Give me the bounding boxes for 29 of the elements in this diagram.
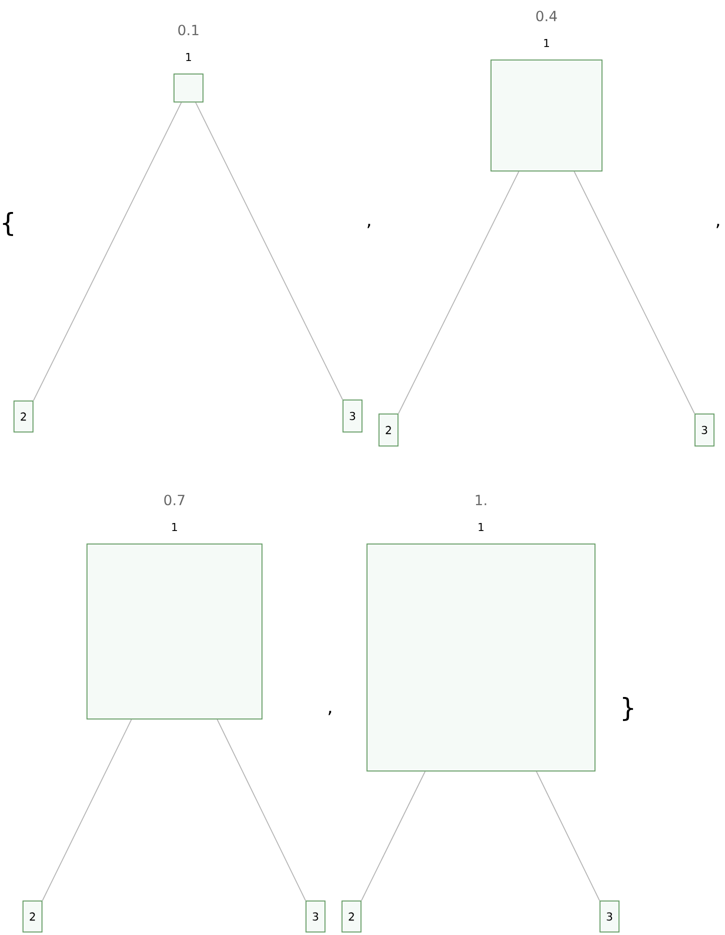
node-label: 1 [172,523,177,532]
leaf-node: 2 [342,900,362,932]
tree-edge [361,771,426,901]
bracket-text: , [328,710,332,716]
tree-edge [398,171,520,414]
node-label: 1 [186,53,191,62]
leaf-node: 2 [378,414,398,446]
leaf-node: 2 [14,400,34,432]
bracket-text: { [2,212,14,236]
tree-edge [216,719,306,901]
leaf-node: 3 [600,900,620,932]
tree-edge [42,719,132,901]
node-label: 1 [544,39,549,48]
bracket-text: } [622,697,634,721]
node-label: 1 [478,523,484,532]
leaf-node: 3 [306,900,326,932]
tree-edge [536,771,600,901]
value-label: 0.7 [164,494,184,506]
leaf-node: 3 [694,414,714,446]
value-label: 1. [476,494,486,506]
leaf-node: 2 [22,900,42,932]
value-label: 0.4 [536,10,557,22]
tree-edge [33,102,182,401]
bracket-text: , [716,224,720,228]
tree-edge [195,102,343,400]
value-label: 0.1 [178,24,198,36]
leaf-node: 3 [342,400,362,432]
tree-edge [574,171,695,414]
bracket-text: , [368,224,370,228]
